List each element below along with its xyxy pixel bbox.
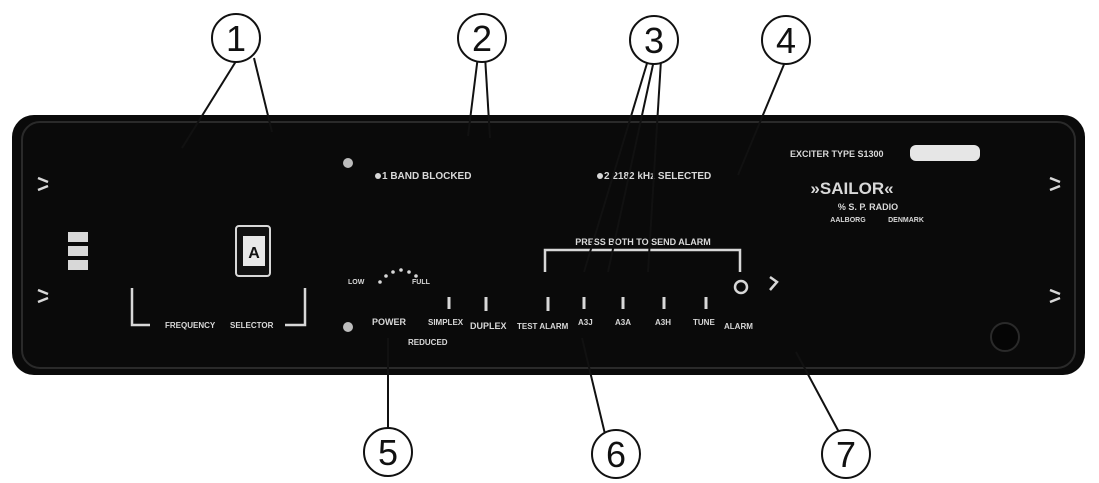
power-knob-scale	[378, 268, 418, 284]
leader-3a	[583, 59, 649, 273]
maker-line-1: % S. P. RADIO	[838, 202, 898, 212]
front-panel	[12, 115, 1085, 375]
callout-5: 5	[363, 427, 413, 477]
simplex-label: SIMPLEX	[428, 318, 464, 327]
callout-4: 4	[761, 15, 811, 65]
duplex-label: DUPLEX	[470, 321, 507, 331]
power-label: POWER	[372, 317, 407, 327]
brand-label: »SAILOR«	[810, 179, 893, 198]
left-side-marks	[37, 176, 49, 304]
a3a-label: A3A	[615, 318, 631, 327]
full-label: FULL	[412, 279, 431, 286]
reduced-label: REDUCED	[408, 338, 448, 347]
callout-3: 3	[629, 15, 679, 65]
reset-glyph	[769, 275, 779, 291]
khz-selected-label: 2 2182 kHz SELECTED	[604, 171, 711, 182]
exciter-nameplate	[910, 145, 980, 161]
test-alarm-label: TEST ALARM	[517, 322, 569, 331]
callout-7-number: 7	[836, 434, 856, 475]
callout-4-number: 4	[776, 20, 796, 61]
leader-1a	[181, 57, 239, 149]
a3j-label: A3J	[578, 318, 593, 327]
khz-selected-lamp	[597, 173, 603, 179]
callout-2: 2	[457, 13, 507, 63]
press-both-label: PRESS BOTH TO SEND ALARM	[575, 237, 711, 247]
callout-6: 6	[591, 429, 641, 479]
leader-6	[581, 337, 606, 435]
exciter-type-label: EXCITER TYPE S1300	[790, 149, 884, 159]
callout-6-number: 6	[606, 434, 626, 475]
right-side-marks	[1049, 176, 1061, 304]
callout-2-number: 2	[472, 18, 492, 59]
alarm-label: ALARM	[724, 322, 753, 331]
callout-5-number: 5	[378, 432, 398, 473]
callout-1: 1	[211, 13, 261, 63]
callout-3-number: 3	[644, 20, 664, 61]
band-blocked-label: 1 BAND BLOCKED	[382, 171, 471, 182]
alarm-knob	[733, 279, 749, 295]
leader-2b	[484, 55, 491, 139]
leader-4	[737, 61, 786, 176]
maker-country: DENMARK	[888, 217, 924, 224]
frequency-label: FREQUENCY	[165, 321, 216, 330]
leader-2a	[467, 55, 479, 137]
panel-labels: 1 BAND BLOCKED 2 2182 kHz SELECTED EXCIT…	[165, 149, 924, 347]
band-blocked-lamp	[375, 173, 381, 179]
tune-label: TUNE	[693, 318, 715, 327]
selector-label: SELECTOR	[230, 321, 274, 330]
leader-1b	[253, 57, 273, 133]
leader-lines	[181, 55, 841, 435]
band-indicator-blocks	[68, 232, 88, 270]
leader-3b	[607, 59, 655, 273]
low-label: LOW	[348, 279, 365, 286]
screw-top	[343, 158, 353, 168]
toggle-switches	[447, 297, 708, 311]
leader-3c	[647, 59, 662, 273]
a3h-label: A3H	[655, 318, 671, 327]
screw-bottom	[343, 322, 353, 332]
callout-7: 7	[821, 429, 871, 479]
leader-7	[795, 351, 841, 435]
selector-value: A	[248, 245, 260, 262]
bottom-right-knob	[990, 322, 1020, 352]
callout-1-number: 1	[226, 18, 246, 59]
maker-city: AALBORG	[830, 217, 866, 224]
